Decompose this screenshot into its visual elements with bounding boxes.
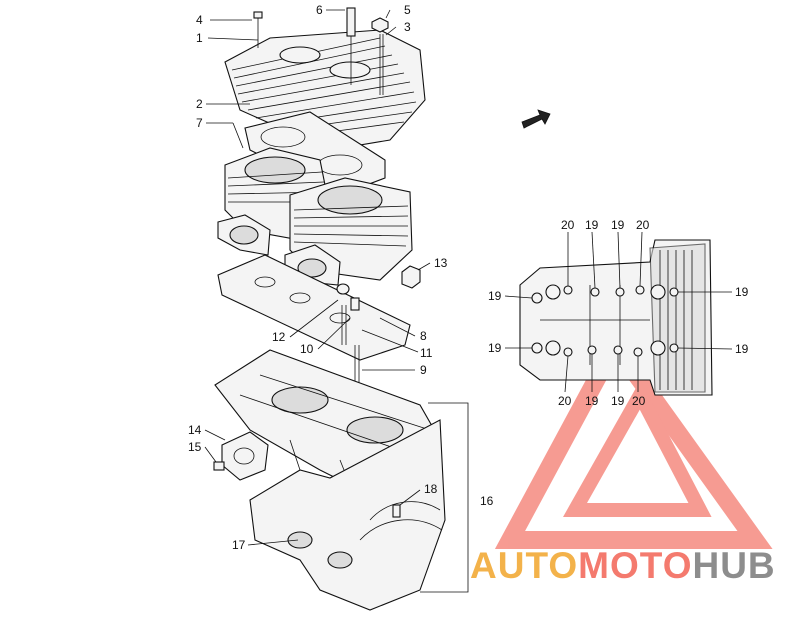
dowel-pin [392,504,401,518]
callout-6: 6 [316,3,323,17]
detail-callout-20-bottom-right: 20 [632,394,646,408]
base-gasket [217,254,411,361]
callout-labels: 4 1 2 7 6 5 3 13 12 10 8 11 9 14 15 18 1… [188,3,494,552]
stud [379,34,384,95]
flange-bolt [213,461,225,471]
detail-callout-19-right-2: 19 [735,342,749,356]
crankcase-assembly-bracket [420,402,469,593]
watermark-moto: MOTO [578,545,693,586]
watermark-hub: HUB [692,545,776,586]
front-arrow: FWD [521,109,551,133]
callout-18: 18 [424,482,438,496]
cylinder-nut [401,265,421,289]
callout-13: 13 [434,256,448,270]
head-bolt [253,11,263,48]
detail-callout-19-top-2: 19 [611,218,625,232]
callout-5: 5 [404,3,411,17]
lower-crankcase [249,419,446,611]
crankcase-bolt-detail [519,239,713,396]
callout-12: 12 [272,330,286,344]
intake-flange-gasket [221,431,269,481]
detail-callout-19-right-1: 19 [735,285,749,299]
detail-callout-19-bottom-2: 19 [611,394,625,408]
detail-callout-labels: 20 19 19 20 19 19 19 19 20 19 19 20 [488,218,749,408]
callout-4: 4 [196,13,203,27]
detail-callout-20-top-left: 20 [561,218,575,232]
callout-15: 15 [188,440,202,454]
callout-7: 7 [196,116,203,130]
callout-8: 8 [420,329,427,343]
head-nut [371,17,389,33]
spark-plug [346,7,356,85]
detail-callout-19-top-1: 19 [585,218,599,232]
callout-17: 17 [232,538,246,552]
detail-callout-19-bottom-1: 19 [585,394,599,408]
detail-leader-lines [504,231,733,393]
leader-lines [204,9,431,546]
callout-9: 9 [420,363,427,377]
detail-callout-19-left-1: 19 [488,289,502,303]
watermark-auto: AUTO [470,545,579,586]
detail-callout-20-top-right: 20 [636,218,650,232]
crankcase-studs [336,283,360,390]
callout-14: 14 [188,423,202,437]
callout-2: 2 [196,97,203,111]
callout-10: 10 [300,342,314,356]
detail-callout-19-left-2: 19 [488,341,502,355]
callout-16: 16 [480,494,494,508]
callout-11: 11 [420,346,433,360]
head-gasket [244,111,386,196]
watermark-wordmark: AUTOMOTOHUB [470,545,776,587]
front-arrow-label: FWD [526,122,542,133]
callout-3: 3 [404,20,411,34]
detail-callout-20-bottom-left: 20 [558,394,572,408]
cylinders [217,147,413,286]
callout-1: 1 [196,31,203,45]
watermark-logo [494,328,773,549]
